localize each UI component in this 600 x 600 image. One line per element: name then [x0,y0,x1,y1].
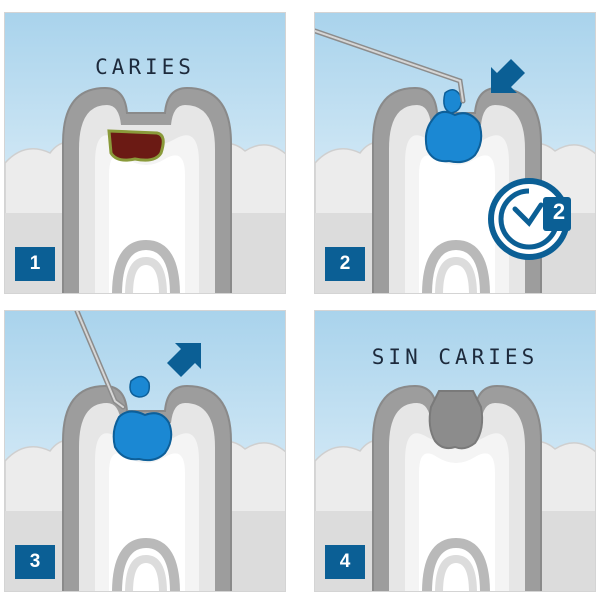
step-badge-3: 3 [15,545,55,579]
tooth-illustration [5,311,286,592]
panel-step-1: CARIES 1 [4,12,286,294]
caries-cavity [107,129,165,162]
dental-probe-icon [74,311,126,410]
panel-step-4: SIN CARIES 4 [314,310,596,592]
clock-2-minutes-icon [488,178,571,260]
caption-caries: CARIES [95,55,195,79]
tooth-illustration [5,13,286,294]
tooth-illustration [315,311,596,592]
etching-gel [112,410,173,462]
tooth-illustration [315,13,596,294]
dental-filling [428,390,484,450]
step-badge-2: 2 [325,247,365,281]
step-badge-1: 1 [15,247,55,281]
step-badge-4: 4 [325,545,365,579]
etching-gel [424,110,483,164]
dental-probe-icon [315,28,466,104]
arrow-down-left-icon [491,59,525,93]
arrow-up-right-icon [167,343,201,377]
panel-step-3: 3 [4,310,286,592]
caption-sin-caries: SIN CARIES [371,345,539,369]
clock-superscript: 2 [552,199,566,224]
panel-step-2: 2 2 [314,12,596,294]
